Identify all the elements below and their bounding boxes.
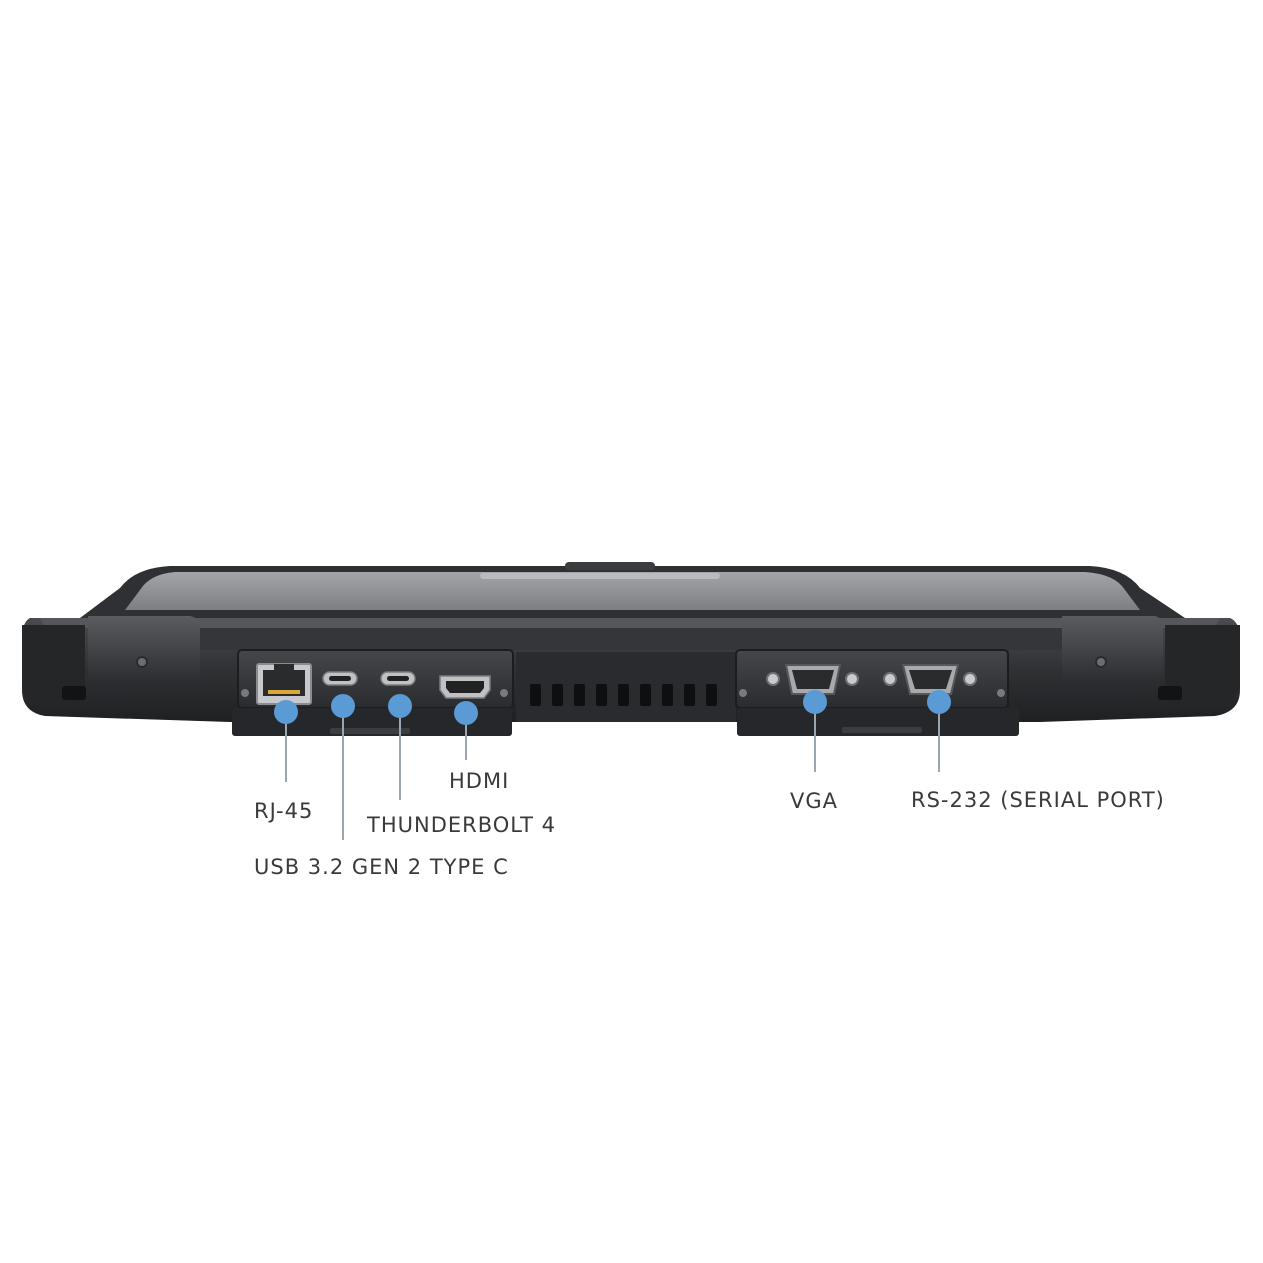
laptop-lid — [80, 562, 1185, 618]
label-hdmi: HDMI — [449, 769, 510, 793]
label-usb: USB 3.2 GEN 2 TYPE C — [254, 855, 509, 879]
hdmi-port — [439, 675, 491, 699]
lid-logo — [480, 573, 720, 579]
vent-grille — [516, 652, 736, 722]
kensington-slot-right — [1158, 686, 1182, 700]
callout-dot-usb — [331, 694, 355, 718]
rs232-port — [883, 664, 977, 695]
label-rj45: RJ-45 — [254, 799, 314, 823]
callout-dot-vga — [803, 690, 827, 714]
label-vga: VGA — [790, 789, 839, 813]
label-rs232: RS-232 (SERIAL PORT) — [911, 788, 1165, 812]
thunderbolt-port — [380, 671, 416, 686]
hinge-right — [1062, 616, 1163, 680]
callout-dot-rs232 — [927, 690, 951, 714]
callout-dot-hdmi — [454, 701, 478, 725]
callout-dot-rj45 — [274, 700, 298, 724]
callout-dots — [274, 690, 951, 725]
right-port-panel — [735, 649, 1019, 736]
rj45-port — [256, 663, 312, 705]
callout-dot-thunderbolt — [388, 694, 412, 718]
usb-c-port — [322, 671, 358, 686]
left-port-panel — [232, 649, 514, 736]
label-thunderbolt: THUNDERBOLT 4 — [367, 813, 556, 837]
kensington-slot-left — [62, 686, 86, 700]
vga-port — [766, 664, 859, 695]
hinge-left — [88, 616, 200, 680]
